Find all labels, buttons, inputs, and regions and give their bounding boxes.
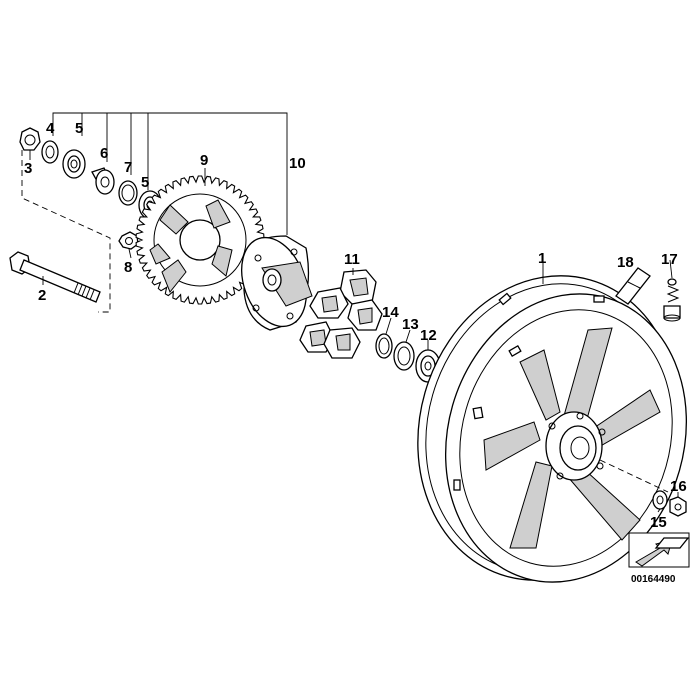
callout-6: 6 — [100, 145, 108, 162]
top-bracket — [21, 112, 288, 313]
leader-lines — [29, 150, 679, 513]
callout-4: 4 — [46, 120, 55, 137]
reference-icon-box — [628, 532, 690, 568]
callout-15: 15 — [650, 514, 667, 531]
callout-5a: 5 — [75, 120, 83, 137]
callout-7: 7 — [124, 159, 132, 176]
valve-17 — [663, 278, 681, 322]
rear-wheel-1 — [417, 275, 688, 583]
callout-1: 1 — [538, 250, 546, 267]
callout-16: 16 — [670, 478, 687, 495]
bearing-5a — [62, 149, 86, 179]
callout-5b: 5 — [141, 174, 149, 191]
callout-9: 9 — [200, 152, 208, 169]
balance-weight-18 — [615, 267, 651, 305]
spacer-6 — [91, 167, 115, 195]
callout-12: 12 — [420, 327, 437, 344]
callout-2: 2 — [38, 287, 46, 304]
sprocket-9 — [135, 175, 265, 305]
washer-4 — [41, 140, 59, 164]
sprocket-carrier-10 — [241, 235, 313, 331]
callout-18: 18 — [617, 254, 634, 271]
reference-number: 00164490 — [631, 574, 676, 585]
axle-bolt-2 — [9, 251, 101, 303]
callout-10: 10 — [289, 155, 306, 172]
spacer-13 — [393, 341, 415, 371]
nut-8 — [118, 231, 139, 250]
callout-14: 14 — [382, 304, 399, 321]
nut-16 — [669, 496, 687, 517]
callout-3: 3 — [24, 160, 32, 177]
o-ring-14 — [375, 333, 393, 359]
callout-13: 13 — [402, 316, 419, 333]
callout-8: 8 — [124, 259, 132, 276]
callout-11: 11 — [344, 251, 360, 268]
nut-3 — [19, 127, 41, 151]
callout-17: 17 — [661, 251, 678, 268]
callouts: 4 5 6 7 5 3 9 10 8 2 11 14 13 12 1 18 17… — [24, 120, 687, 531]
circlip-7 — [118, 180, 138, 206]
damper-blocks-11 — [299, 269, 383, 359]
washer-15 — [652, 490, 668, 510]
